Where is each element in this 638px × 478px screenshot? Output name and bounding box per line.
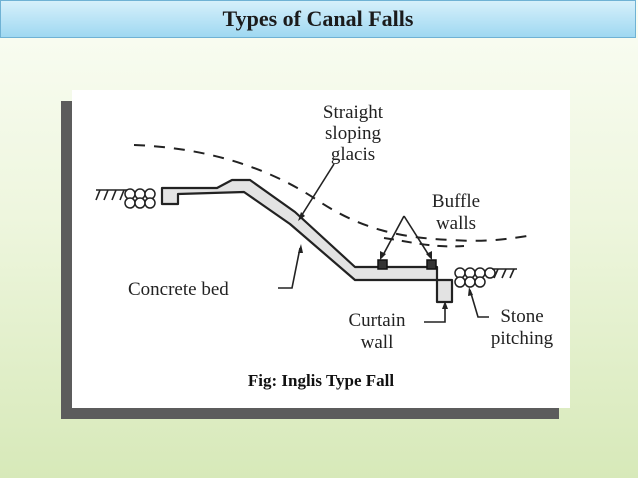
inglis-fall-diagram: Straight sloping glacis Buffle walls Con…	[95, 102, 554, 390]
label-glacis-line3: glacis	[331, 144, 375, 165]
upstream-water-surface	[133, 144, 528, 242]
upstream-ground	[95, 189, 127, 201]
glacis-arrow	[298, 212, 305, 221]
concrete-glacis-body	[160, 178, 454, 304]
concrete-bed-arrow	[298, 244, 303, 253]
label-glacis-line2: sloping	[325, 123, 381, 144]
label-glacis-line1: Straight	[323, 102, 384, 123]
figure-caption: Fig: Inglis Type Fall	[248, 371, 395, 390]
slide-title-bar: Types of Canal Falls	[0, 0, 636, 38]
buffle-leader-left	[381, 215, 405, 258]
label-buffle-line2: walls	[436, 213, 476, 234]
label-buffle-line1: Buffle	[432, 191, 480, 212]
slide-title: Types of Canal Falls	[222, 6, 414, 31]
stone-pitching-leader	[469, 289, 489, 318]
label-curtain-line2: wall	[361, 332, 394, 353]
label-stone-line2: pitching	[491, 328, 554, 349]
buffle-arrow-left	[380, 251, 386, 260]
upstream-stone-pitching	[124, 188, 156, 209]
buffle-wall-left	[377, 259, 388, 270]
downstream-stone-pitching	[454, 267, 496, 288]
downstream-ground	[492, 268, 517, 279]
label-concrete-bed: Concrete bed	[128, 279, 229, 300]
label-curtain-line1: Curtain	[349, 310, 406, 331]
buffle-leader-right	[403, 215, 431, 258]
glacis-leader	[299, 163, 335, 219]
curtain-wall-arrow	[442, 301, 448, 309]
label-stone-line1: Stone	[500, 306, 543, 327]
curtain-wall-leader	[424, 304, 446, 323]
inglis-fall-figure: Straight sloping glacis Buffle walls Con…	[72, 90, 570, 408]
buffle-wall-right	[426, 259, 437, 270]
buffle-arrow-right	[426, 251, 432, 260]
downstream-water-surface	[383, 237, 465, 248]
concrete-bed-leader	[278, 247, 301, 289]
stone-pitching-arrow	[468, 287, 473, 296]
